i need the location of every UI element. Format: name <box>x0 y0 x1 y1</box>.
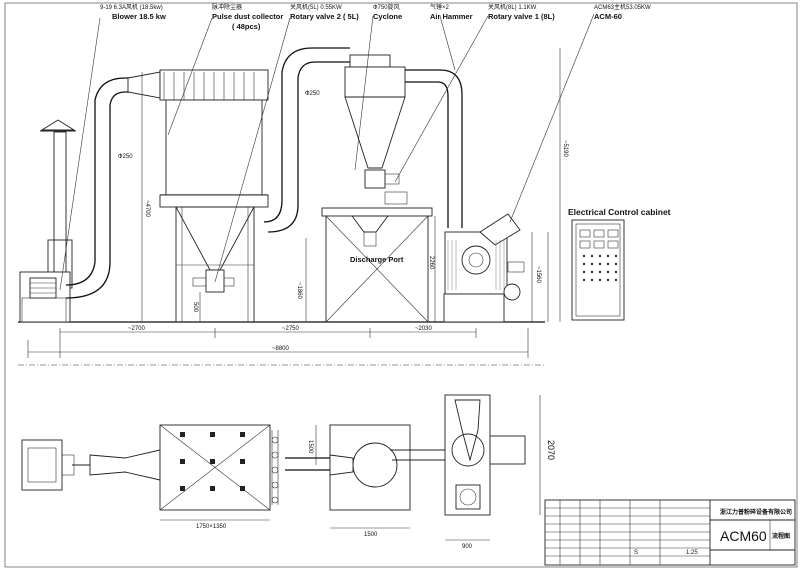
dim-d250-a: Ф250 <box>118 154 133 160</box>
pulse-spec-label: 脉冲除尘器 <box>212 3 242 11</box>
dim-w2700: ~2700 <box>128 326 146 332</box>
dim-h500: 500 <box>192 302 198 313</box>
cyclone-label: Cyclone <box>373 12 402 21</box>
cabinet-label: Electrical Control cabinet <box>568 207 671 217</box>
company-name: 浙江力普粉碎设备有限公司 <box>720 508 792 516</box>
plan-dimensions <box>160 395 541 541</box>
cell-scale: 1:25 <box>686 550 698 556</box>
dim-h5190: ~5190 <box>562 140 568 158</box>
plan-view <box>18 364 545 541</box>
rotary1-label: Rotary valve 1 (8L) <box>488 12 555 21</box>
dim-h2070: 2070 <box>546 440 556 460</box>
pulse-count-label: ( 48pcs) <box>232 22 261 31</box>
discharge-port-label: Discharge Port <box>350 255 404 264</box>
rotary1-spec-label: 关风机(8L) 1.1KW <box>488 3 537 11</box>
rotary-valve-2 <box>192 269 235 293</box>
cyclone-spec-label: Ф750旋风 <box>373 3 400 11</box>
dim-h1860: ~1860 <box>296 282 302 300</box>
title-block-text: 浙江力普粉碎设备有限公司 ACM60 流程图 S 1:25 <box>634 508 792 556</box>
acm-label: ACM-60 <box>594 12 622 21</box>
dim-h1560: ~1560 <box>535 266 541 284</box>
drawing-name: 流程图 <box>772 532 790 540</box>
acm-spec-label: ACM63主机53.05KW <box>594 3 651 11</box>
exhaust-stack <box>40 119 76 289</box>
dim-w8800: ~8800 <box>272 346 290 352</box>
equipment-labels: 9-19 6.3A风机 (18.5kw) Blower 18.5 kw 脉冲除尘… <box>100 3 671 264</box>
pulse-collector-label: Pulse dust collector <box>212 12 283 21</box>
dimension-labels: Ф250 Ф250 ~4700 ~5190 ~1860 500 2260 ~15… <box>118 91 568 550</box>
vertical-dimensions <box>141 48 561 322</box>
rotary2-label: Rotary valve 2 ( 5L) <box>290 12 359 21</box>
pulse-dust-collector-plan <box>159 424 279 511</box>
cell-s: S <box>634 550 638 556</box>
pulse-dust-collector <box>159 69 269 322</box>
cyclone <box>344 54 406 189</box>
horizontal-dimensions <box>27 328 529 358</box>
label-leaders <box>59 13 595 291</box>
hammer-spec-label: 气锤×2 <box>430 3 450 11</box>
rotary2-spec-label: 关风机(5L) 0.55KW <box>290 3 342 11</box>
dim-d250-b: Ф250 <box>305 91 320 97</box>
dim-w2030: ~2030 <box>415 326 433 332</box>
drawing-frame <box>4 2 798 568</box>
blower-label: Blower 18.5 kw <box>112 12 166 21</box>
electrical-control-cabinet <box>571 219 625 321</box>
cyclone-plan <box>329 424 445 511</box>
elevation-view <box>18 13 625 358</box>
blower-spec-label: 9-19 6.3A风机 (18.5kw) <box>100 3 163 11</box>
dim-w1750: 1750×1350 <box>196 524 227 530</box>
title-block <box>544 499 796 566</box>
acm-mill <box>443 213 525 323</box>
air-hammer-label: Air Hammer <box>430 12 473 21</box>
dim-w900: 900 <box>462 544 473 550</box>
dim-w2750: ~2750 <box>282 326 300 332</box>
dim-w1500: 1500 <box>364 532 378 538</box>
model-name: ACM60 <box>720 528 767 544</box>
acm-mill-plan <box>444 394 526 516</box>
blower <box>19 271 71 323</box>
dim-h1500: 1500 <box>307 440 313 454</box>
discharge-stand <box>321 191 433 323</box>
dim-h4700: ~4700 <box>144 200 150 218</box>
dim-h2260: 2260 <box>428 256 434 270</box>
